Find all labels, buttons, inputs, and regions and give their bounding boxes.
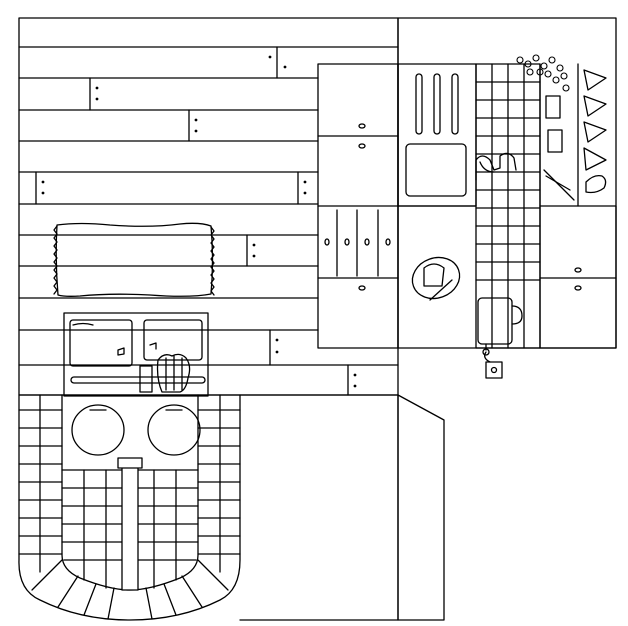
toaster xyxy=(477,297,523,356)
rug xyxy=(53,222,215,297)
tiled-backsplash xyxy=(475,63,541,349)
kitchen-cabinets xyxy=(317,63,399,349)
tap xyxy=(475,152,517,181)
tiled-hearth xyxy=(18,394,241,621)
aga-stove xyxy=(63,312,209,397)
power-socket xyxy=(484,351,503,379)
plate-rack xyxy=(516,54,607,207)
kitchen-sink xyxy=(397,63,477,207)
toast-on-plate xyxy=(411,256,461,301)
